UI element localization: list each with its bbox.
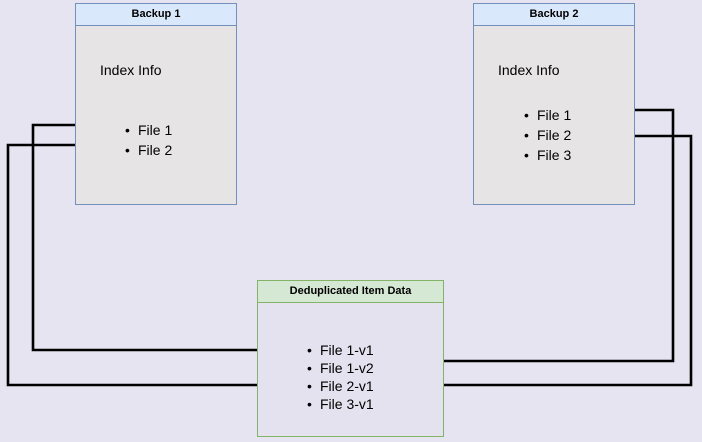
node-backup-1-header: Backup 1: [76, 4, 236, 26]
node-dedup-body: File 1-v1 File 1-v2 File 2-v1 File 3-v1: [258, 303, 443, 436]
list-item: File 3-v1: [307, 395, 374, 413]
list-item: File 2: [524, 125, 571, 145]
node-backup-2[interactable]: Backup 2 Index Info File 1 File 2 File 3: [473, 3, 635, 205]
list-item: File 1-v1: [307, 341, 374, 359]
node-backup-2-header: Backup 2: [474, 4, 634, 26]
list-item: File 3: [524, 145, 571, 165]
list-item: File 1: [125, 120, 172, 140]
node-backup-2-body: Index Info File 1 File 2 File 3: [474, 26, 634, 204]
node-backup-1-body: Index Info File 1 File 2: [76, 26, 236, 204]
backup-2-file-list: File 1 File 2 File 3: [524, 105, 571, 165]
list-item: File 1: [524, 105, 571, 125]
list-item: File 1-v2: [307, 359, 374, 377]
list-item: File 2-v1: [307, 377, 374, 395]
node-deduplicated-item-data[interactable]: Deduplicated Item Data File 1-v1 File 1-…: [257, 280, 444, 437]
dedup-item-list: File 1-v1 File 1-v2 File 2-v1 File 3-v1: [307, 341, 374, 413]
node-backup-1[interactable]: Backup 1 Index Info File 1 File 2: [75, 3, 237, 205]
backup-2-index-info-label: Index Info: [498, 62, 560, 78]
backup-1-index-info-label: Index Info: [100, 62, 162, 78]
list-item: File 2: [125, 140, 172, 160]
node-dedup-header: Deduplicated Item Data: [258, 281, 443, 303]
backup-1-file-list: File 1 File 2: [125, 120, 172, 160]
